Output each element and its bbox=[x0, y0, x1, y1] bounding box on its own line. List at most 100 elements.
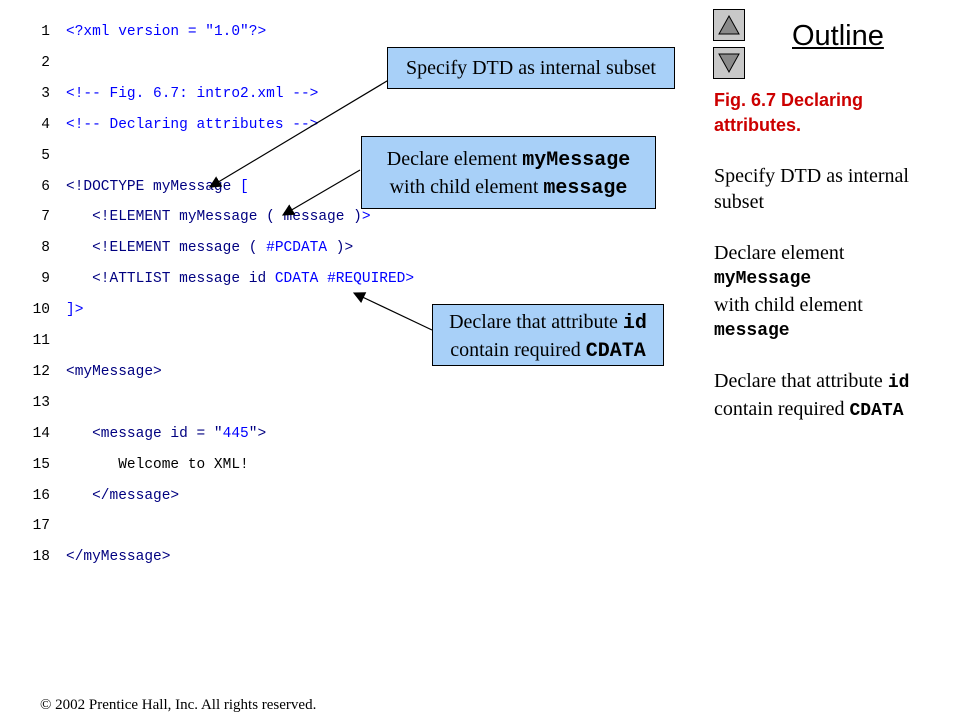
line-number: 10 bbox=[32, 302, 50, 319]
triangle-down-icon bbox=[718, 53, 740, 74]
code-token: #PCDATA bbox=[266, 240, 328, 257]
line-number: 11 bbox=[32, 333, 50, 349]
code-token: #REQUIRED bbox=[327, 271, 406, 288]
code-token: <!ELEMENT bbox=[92, 240, 180, 257]
code-token: <!DOCTYPE bbox=[66, 178, 154, 195]
callout-element-mono1: myMessage bbox=[522, 149, 631, 172]
code-token: </myMessage> bbox=[66, 549, 171, 566]
line-number: 14 bbox=[32, 425, 50, 442]
code-token bbox=[66, 488, 92, 504]
code-text: <!ATTLIST message id CDATA #REQUIRED> bbox=[50, 269, 414, 289]
sidebar-note-element-mono1: myMessage bbox=[714, 269, 812, 289]
code-line: 2 bbox=[0, 53, 66, 73]
code-token: > bbox=[405, 271, 415, 288]
code-line: 11 bbox=[0, 331, 66, 351]
code-text: <myMessage> bbox=[50, 362, 162, 382]
code-token: <!ELEMENT bbox=[92, 209, 180, 226]
line-number: 15 bbox=[32, 456, 50, 473]
code-line: 13 bbox=[0, 393, 66, 413]
attr-arrow bbox=[352, 292, 433, 331]
code-text: <message id = "445"> bbox=[50, 424, 266, 444]
code-text: Welcome to XML! bbox=[50, 455, 249, 475]
sidebar-note-attr: Declare that attribute id contain requir… bbox=[714, 368, 954, 424]
code-token: message id bbox=[179, 271, 275, 288]
callout-attr-pre2: contain required bbox=[450, 339, 586, 361]
line-number: 3 bbox=[41, 85, 50, 102]
code-line: 5 bbox=[0, 146, 66, 166]
callout-attr-pre1: Declare that attribute bbox=[449, 311, 623, 333]
sidebar-note-attr-mid: contain required bbox=[714, 398, 850, 420]
code-token: <!-- Fig. 6.7: intro2.xml --> bbox=[66, 85, 319, 102]
code-token: <myMessage> bbox=[66, 363, 162, 380]
code-token: )> bbox=[327, 240, 354, 257]
line-number: 7 bbox=[41, 209, 50, 226]
code-token: <?xml version = " bbox=[66, 24, 214, 40]
code-line: 14 <message id = "445"> bbox=[0, 424, 267, 444]
code-token: [ bbox=[240, 178, 249, 195]
line-number: 5 bbox=[41, 147, 50, 164]
line-number: 1 bbox=[41, 24, 50, 40]
sidebar-note-element: Declare element myMessage with child ele… bbox=[714, 240, 954, 344]
code-token bbox=[66, 209, 92, 225]
code-text: </myMessage> bbox=[50, 547, 170, 567]
sidebar-note-element-pre: Declare element bbox=[714, 242, 845, 264]
code-token: > bbox=[361, 209, 371, 226]
callout-attr-mono1: id bbox=[622, 312, 647, 335]
line-number: 17 bbox=[32, 518, 50, 535]
code-token: Welcome to XML! bbox=[66, 456, 249, 473]
sidebar-note-element-mid: with child element bbox=[714, 294, 863, 316]
code-line: 6<!DOCTYPE myMessage [ bbox=[0, 177, 249, 197]
callout-attr: Declare that attribute id contain requir… bbox=[432, 304, 664, 366]
callout-dtd: Specify DTD as internal subset bbox=[387, 47, 675, 89]
line-number: 18 bbox=[32, 549, 50, 566]
sidebar-note-attr-mono1: id bbox=[887, 373, 910, 393]
code-token: ]> bbox=[66, 302, 84, 319]
code-text: <!-- Declaring attributes --> bbox=[50, 115, 318, 135]
prev-slide-button[interactable] bbox=[713, 9, 745, 41]
code-line: 9 <!ATTLIST message id CDATA #REQUIRED> bbox=[0, 269, 414, 289]
code-token: myMessage bbox=[153, 178, 241, 195]
code-token: myMessage ( message ) bbox=[179, 209, 362, 226]
code-token bbox=[66, 271, 92, 287]
code-line: 15 Welcome to XML! bbox=[0, 455, 249, 475]
figure-title: Fig. 6.7 Declaring attributes. bbox=[714, 90, 864, 135]
code-token: <!ATTLIST bbox=[92, 271, 180, 288]
code-token: <!-- Declaring attributes --> bbox=[66, 116, 319, 133]
line-number: 12 bbox=[32, 363, 50, 380]
code-text: <!ELEMENT myMessage ( message )> bbox=[50, 207, 371, 227]
code-line: 3 <!-- Fig. 6.7: intro2.xml --> bbox=[0, 84, 318, 104]
triangle-up-icon bbox=[718, 14, 740, 35]
code-token: "> bbox=[248, 425, 267, 442]
line-number: 8 bbox=[41, 240, 50, 257]
code-text: <?xml version = "1.0"?> bbox=[50, 22, 266, 42]
next-slide-button[interactable] bbox=[713, 47, 745, 79]
code-line: 7 <!ELEMENT myMessage ( message )> bbox=[0, 207, 371, 227]
code-text: <!DOCTYPE myMessage [ bbox=[50, 177, 249, 197]
code-token: CDATA bbox=[274, 271, 328, 288]
code-line: 10 ]> bbox=[0, 300, 84, 320]
sidebar-note-attr-pre: Declare that attribute bbox=[714, 370, 888, 392]
callout-element-pre1: Declare element bbox=[386, 148, 523, 170]
code-line: 4<!-- Declaring attributes --> bbox=[0, 115, 318, 135]
sidebar-note-attr-mono2: CDATA bbox=[849, 401, 904, 421]
code-token: <message id = " bbox=[92, 425, 223, 442]
code-line: 18 </myMessage> bbox=[0, 547, 171, 567]
code-line: 12 <myMessage> bbox=[0, 362, 162, 382]
code-token: 445 bbox=[222, 425, 249, 442]
code-token bbox=[66, 240, 92, 256]
sidebar-note-dtd: Specify DTD as internal subset bbox=[714, 163, 954, 215]
sidebar-note-dtd-text: Specify DTD as internal subset bbox=[714, 165, 909, 213]
line-number: 13 bbox=[32, 394, 50, 411]
callout-element-pre2: with child element bbox=[389, 176, 544, 198]
code-line: 1<?xml version = "1.0"?> bbox=[0, 22, 266, 42]
code-text: ]> bbox=[50, 300, 83, 320]
code-line: 17 bbox=[0, 516, 66, 536]
outline-link[interactable]: Outline bbox=[792, 20, 884, 52]
code-token: message ( bbox=[179, 240, 267, 257]
code-line: 8 <!ELEMENT message ( #PCDATA )> bbox=[0, 238, 353, 258]
line-number: 9 bbox=[41, 271, 50, 288]
code-text: </message> bbox=[50, 486, 179, 506]
line-number: 2 bbox=[41, 54, 50, 71]
code-text: <!ELEMENT message ( #PCDATA )> bbox=[50, 238, 353, 258]
callout-dtd-text: Specify DTD as internal subset bbox=[406, 57, 656, 79]
